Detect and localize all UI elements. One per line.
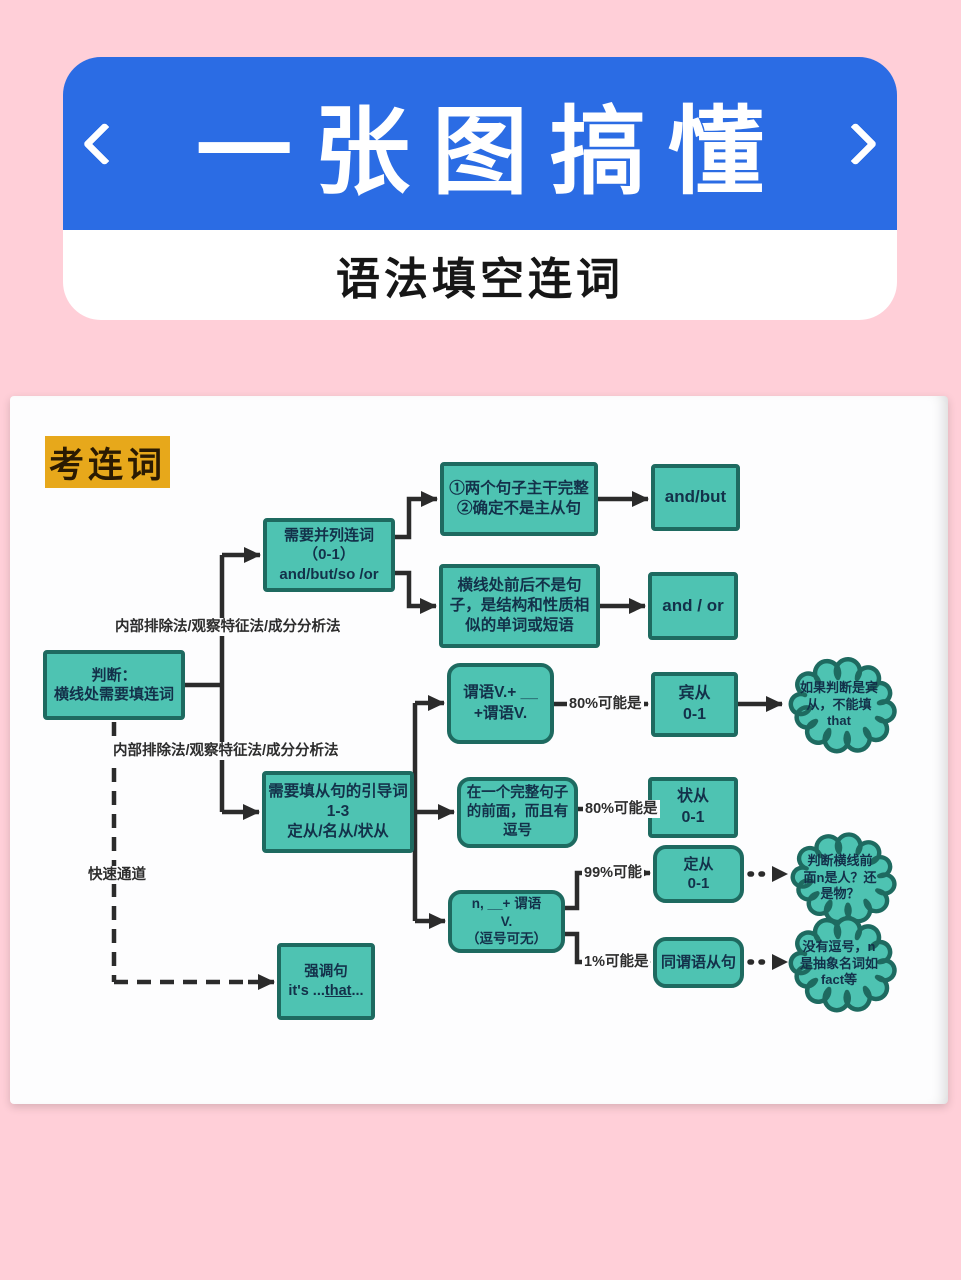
node-and-but-label: and/but	[664, 487, 727, 507]
node-predicate-line2: +谓语V.	[473, 704, 528, 722]
node-not-sentence-line3: 似的单词或短语	[465, 617, 574, 635]
cloud-comma-line2: 是抽象名词如	[799, 955, 878, 971]
node-parallel-line2: （0-1）	[303, 546, 355, 564]
node-parallel-line1: 需要并列连词	[283, 526, 374, 544]
cloud-comma-line1: 没有逗号，n	[802, 938, 876, 954]
node-adverbial-line1: 状从	[676, 787, 709, 805]
cloud-object-line1: 如果判断是宾	[799, 679, 878, 695]
node-attributive-line1: 定从	[683, 855, 714, 873]
label-80-percent-a: 80%可能是	[567, 695, 644, 713]
emphasis-that: that	[324, 982, 352, 999]
node-object-line2: 0-1	[682, 705, 707, 723]
cloud-object-line3: that	[827, 713, 851, 729]
chevron-left-icon[interactable]	[82, 121, 127, 166]
node-clause-lead-line3: 定从/名从/状从	[287, 823, 389, 841]
node-emphasis-sentence: 强调句 it's ...that...	[277, 943, 375, 1020]
node-n-blank-line3: （逗号可无）	[466, 931, 547, 947]
node-judge-line2: 横线处需要填连词	[53, 686, 174, 703]
node-appositive-label: 同谓语从句	[660, 953, 736, 971]
cloud-object-line2: 从，不能填	[806, 696, 872, 712]
node-and-or-label: and / or	[662, 595, 724, 615]
node-two-complete-sentences: ①两个句子主干完整 ②确定不是主从句	[440, 462, 598, 536]
label-1-percent: 1%可能是	[582, 953, 651, 971]
cloud-object-clause-tip: 如果判断是宾 从，不能填 that	[787, 656, 897, 754]
node-predicate-line1: 谓语V.+ __	[463, 684, 538, 702]
topic-badge: 考连词	[45, 436, 170, 488]
cloud-shape	[788, 915, 897, 1013]
node-attributive-line2: 0-1	[687, 875, 710, 892]
cloud-n-line3: 是物？	[820, 886, 860, 902]
node-not-sentence-line1: 横线处前后不是句	[457, 576, 582, 594]
flowchart-card: 考连词 判断： 横线处需要填连词 需要并列连词 （0-1） and/but/so…	[10, 396, 948, 1104]
node-two-complete-line1: ①两个句子主干完整	[449, 479, 589, 497]
label-fast-track: 快速通道	[86, 866, 148, 884]
node-object-clause: 宾从 0-1	[651, 672, 738, 737]
label-method-bottom: 内部排除法/观察特征法/成分分析法	[111, 742, 341, 760]
node-n-blank-line1: n, __+ 谓语	[471, 896, 542, 912]
cloud-n-line2: 面n是人？还	[803, 869, 877, 885]
node-clause-lead-word: 需要填从句的引导词 1-3 定从/名从/状从	[262, 771, 414, 853]
node-judge-line1: 判断：	[91, 666, 137, 684]
node-clause-lead-line1: 需要填从句的引导词	[268, 782, 408, 800]
node-n-blank: n, __+ 谓语 V. （逗号可无）	[448, 890, 565, 953]
page-subtitle: 语法填空连词	[336, 255, 624, 304]
emphasis-pre: it's ...	[288, 982, 325, 999]
node-two-complete-line2: ②确定不是主从句	[456, 500, 581, 517]
cloud-comma-line3: fact等	[820, 972, 858, 988]
node-object-line1: 宾从	[678, 684, 711, 702]
label-80-percent-b: 80%可能是	[583, 800, 660, 818]
node-not-sentence: 横线处前后不是句 子，是结构和性质相 似的单词或短语	[439, 564, 600, 648]
node-parallel-conjunction: 需要并列连词 （0-1） and/but/so /or	[263, 518, 395, 592]
cloud-shape	[788, 656, 897, 754]
cloud-shape	[790, 832, 897, 924]
node-parallel-line3: and/but/so /or	[279, 565, 379, 583]
subtitle-strip: 语法填空连词	[63, 230, 897, 320]
node-predicate-blank: 谓语V.+ __ +谓语V.	[447, 663, 554, 744]
node-complete-before-line1: 在一个完整句子	[466, 785, 569, 802]
cloud-n-tip: 判断横线前 面n是人？还 是物？	[789, 832, 897, 924]
node-judge: 判断： 横线处需要填连词	[43, 650, 185, 720]
cloud-n-line1: 判断横线前	[807, 852, 873, 868]
node-complete-before-line2: 的前面，而且有	[466, 804, 569, 821]
chevron-right-icon[interactable]	[833, 121, 878, 166]
node-n-blank-line2: V.	[500, 913, 513, 929]
node-adverbial-line2: 0-1	[681, 808, 705, 826]
node-emphasis-line2: it's ...that...	[288, 982, 363, 1001]
node-adverbial-clause: 状从 0-1	[648, 777, 738, 838]
page-title: 一张图搞懂	[196, 99, 786, 206]
label-99-percent: 99%可能	[582, 864, 645, 882]
node-appositive-clause: 同谓语从句	[653, 937, 744, 988]
cloud-comma-tip: 没有逗号，n 是抽象名词如 fact等	[787, 915, 897, 1013]
node-attributive-clause: 定从 0-1	[653, 845, 744, 903]
node-complete-before-line3: 逗号	[503, 822, 532, 839]
node-not-sentence-line2: 子，是结构和性质相	[449, 596, 590, 614]
node-and-or: and / or	[648, 572, 738, 640]
node-and-but: and/but	[651, 464, 740, 531]
title-banner: 一张图搞懂	[63, 57, 897, 230]
node-clause-lead-line2: 1-3	[326, 802, 350, 820]
node-emphasis-line1: 强调句	[304, 963, 348, 980]
label-method-top: 内部排除法/观察特征法/成分分析法	[113, 618, 343, 636]
node-complete-before: 在一个完整句子 的前面，而且有 逗号	[457, 777, 578, 848]
emphasis-post: ...	[351, 982, 364, 999]
